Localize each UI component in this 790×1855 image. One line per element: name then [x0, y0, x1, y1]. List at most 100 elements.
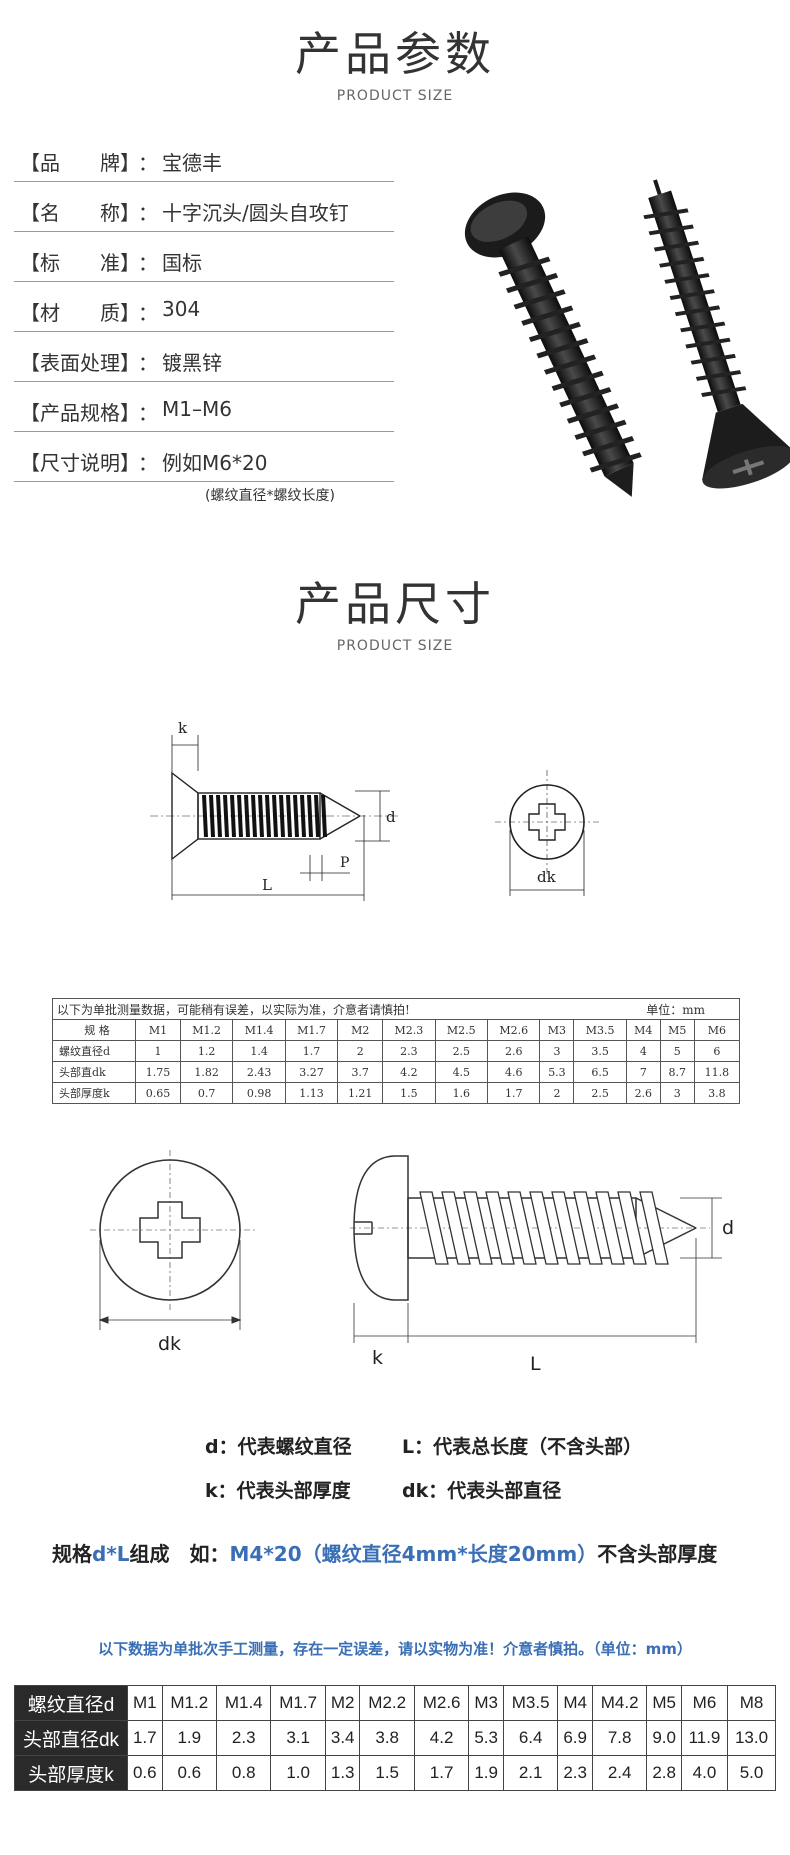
table-cell: M1	[135, 1019, 181, 1041]
param-value: 例如M6*20	[162, 451, 268, 475]
thread-ridge	[463, 1191, 493, 1265]
thread-ridge	[528, 321, 581, 343]
dim-k-label: k	[178, 719, 188, 737]
table-cell: M8	[727, 1685, 776, 1721]
pan-head-front-drawing: dk	[90, 1150, 255, 1355]
dim-d-label-2: d	[722, 1217, 734, 1239]
section-title-size: 产品尺寸	[295, 577, 495, 631]
table-row-header: 头部厚度k	[14, 1755, 128, 1791]
thread-ridge	[685, 337, 731, 349]
table-cell: 1.13	[284, 1082, 339, 1104]
table-cell: 6	[693, 1040, 741, 1062]
thread-ridge	[536, 338, 589, 359]
spec-part-3: 组成 如：	[129, 1542, 230, 1566]
table-cell: 4.6	[487, 1061, 541, 1083]
param-row: 【表面处理】：镀黑锌	[14, 337, 394, 382]
table-cell: M1.4	[216, 1685, 272, 1721]
table-cell: 2.3	[382, 1040, 436, 1062]
legend-dk: dk：代表头部直径	[402, 1480, 562, 1502]
table-caption: 以下为单批测量数据，可能稍有误差，以实际为准，介意者请慎拍!单位：mm	[52, 998, 740, 1020]
param-value: M1–M6	[162, 397, 232, 421]
table-cell: 0.7	[179, 1082, 234, 1104]
table-cell: M1.7	[270, 1685, 326, 1721]
table-cell: 1.7	[413, 1755, 470, 1791]
product-photo	[464, 179, 790, 497]
table-cell: 2.5	[573, 1082, 627, 1104]
table-cell: M1	[127, 1685, 163, 1721]
table-cell: 4.2	[413, 1720, 470, 1756]
dim-L-label-2: L	[530, 1353, 541, 1375]
table-cell: M2	[324, 1685, 361, 1721]
param-label: 【表面处理】	[20, 351, 140, 375]
thread-ridge	[202, 795, 208, 837]
table-row-header: 螺纹直径d	[52, 1040, 136, 1062]
thread-ridge	[664, 273, 710, 284]
thread-ridge	[573, 1191, 603, 1265]
table-cell: 1.0	[270, 1755, 326, 1791]
param-colon: ：	[138, 451, 158, 475]
thread-ridge	[701, 386, 747, 397]
table-cell: 11.8	[693, 1061, 741, 1083]
spec-part-4: M4*20（螺纹直径4mm*长度20mm）	[229, 1542, 598, 1566]
table-cell: 2.5	[434, 1040, 489, 1062]
thread-ridge	[223, 795, 229, 837]
param-row: 【尺寸说明】：例如M6*20	[14, 437, 394, 482]
table-cell: 1.7	[487, 1082, 541, 1104]
section-subtitle-size: PRODUCT SIZE	[336, 638, 454, 654]
table-cell: 6.4	[502, 1720, 559, 1756]
param-value: 十字沉头/圆头自攻钉	[162, 201, 349, 225]
table-row-header: 头部直径dk	[14, 1720, 128, 1756]
thread-ridge	[551, 1191, 581, 1265]
param-row: 【品 牌】：宝德丰	[14, 137, 394, 182]
head-top-view-drawing: dk	[495, 770, 599, 896]
table-row-header: 头部直dk	[52, 1061, 136, 1083]
table-cell: 3.7	[337, 1061, 384, 1083]
table-cell: 3.8	[359, 1720, 415, 1756]
thread-ridge	[314, 795, 320, 837]
table-cell: 2.3	[216, 1720, 272, 1756]
table-cell: 1.6	[434, 1082, 489, 1104]
dim-d-label: d	[386, 808, 396, 826]
table-cell: 2.6	[625, 1082, 661, 1104]
thread-ridge	[521, 305, 574, 326]
param-label: 【尺寸说明】	[20, 451, 140, 475]
table-cell: 3.27	[284, 1061, 339, 1083]
table-cell: M1.4	[232, 1019, 286, 1041]
table-cell: 1.5	[382, 1082, 436, 1104]
table-cell: 3.8	[693, 1082, 741, 1104]
pan-head-screw-image	[464, 192, 642, 497]
thread-ridge	[209, 795, 215, 837]
param-label: 【名 称】	[20, 201, 140, 225]
table-cell: M3	[539, 1019, 575, 1041]
thread-ridge	[695, 370, 742, 381]
table-cell: M2.6	[413, 1685, 470, 1721]
param-colon: ：	[138, 201, 158, 225]
thread-ridge	[559, 387, 612, 408]
table-cell: 5.3	[539, 1061, 575, 1083]
table-cell: 4	[625, 1040, 661, 1062]
param-row: 【标 准】：国标	[14, 237, 394, 282]
param-label: 【标 准】	[20, 251, 140, 275]
param-value: 国标	[162, 251, 202, 275]
dim-p-label: P	[340, 855, 349, 871]
table-cell: M6	[693, 1019, 741, 1041]
table-row-header: 螺纹直径d	[14, 1685, 128, 1721]
dim-L-label: L	[262, 876, 272, 894]
thread-ridge	[551, 370, 604, 391]
param-colon: ：	[138, 401, 158, 425]
table-cell: M4	[625, 1019, 661, 1041]
spec-part-5: 不含头部厚度	[597, 1542, 718, 1566]
table-cell: 2.43	[232, 1061, 286, 1083]
table-cell: 2	[539, 1082, 575, 1104]
table-cell: M6	[680, 1685, 729, 1721]
table-cell: 1.75	[135, 1061, 181, 1083]
table-cell: 1.4	[232, 1040, 286, 1062]
table-cell: 5	[659, 1040, 695, 1062]
thread-ridge	[321, 795, 327, 837]
param-colon: ：	[138, 301, 158, 325]
table-cell: 1.21	[337, 1082, 384, 1104]
